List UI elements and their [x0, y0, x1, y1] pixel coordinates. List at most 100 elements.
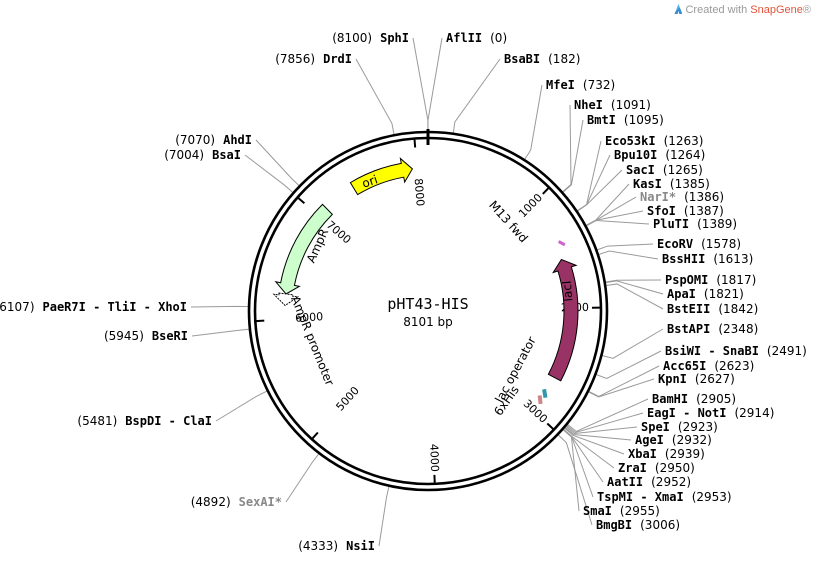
- site-position: (7070): [175, 133, 215, 147]
- site-agei[interactable]: AgeI(2932): [635, 433, 712, 447]
- plasmid-size: 8101 bp: [403, 315, 453, 329]
- site-position: (1265): [663, 163, 703, 177]
- site-name: BsaBI: [504, 52, 540, 66]
- feature-lac-operator[interactable]: [542, 388, 548, 399]
- site-tspmi-xmai[interactable]: TspMI - XmaI(2953): [597, 490, 732, 504]
- site-position: (1387): [684, 204, 724, 218]
- site-position: (3006): [640, 518, 680, 532]
- feature-ampr-promoter[interactable]: [272, 292, 300, 307]
- site-bamhi[interactable]: BamHI(2905): [652, 392, 736, 406]
- leader-ecorv: [596, 243, 654, 251]
- site-aflii[interactable]: AflII (0): [446, 31, 507, 45]
- site-drdi[interactable]: DrdI(7856): [275, 52, 352, 66]
- site-nsii[interactable]: NsiI(4333): [298, 539, 375, 553]
- site-ahdi[interactable]: AhdI(7070): [175, 133, 252, 147]
- site-sphi[interactable]: SphI(8100): [332, 31, 409, 45]
- site-zrai[interactable]: ZraI(2950): [618, 461, 695, 475]
- leader-spei: [565, 425, 638, 435]
- site-name: MfeI: [546, 78, 575, 92]
- site-name: SphI: [380, 31, 409, 45]
- tick-8000: [413, 138, 417, 148]
- site-position: (2952): [651, 475, 691, 489]
- leader-bsteii: [605, 283, 664, 310]
- site-name: SexAI*: [239, 495, 282, 509]
- feature-6xhis[interactable]: [537, 395, 543, 405]
- site-labels[interactable]: AflII (0) BsaBI(182) MfeI(732) NheI(1091)Bmt…: [0, 31, 807, 553]
- site-name: EagI - NotI: [647, 406, 726, 420]
- site-pluti[interactable]: PluTI(1389): [653, 217, 737, 231]
- site-position: (5481): [77, 414, 117, 428]
- feature-laci[interactable]: [547, 258, 579, 382]
- site-bseri[interactable]: BseRI(5945): [104, 329, 188, 343]
- leader-nsii: [378, 485, 390, 547]
- site-position: (2627): [695, 372, 735, 386]
- site-name: ApaI: [667, 287, 696, 301]
- site-ecorv[interactable]: EcoRV(1578): [657, 237, 741, 251]
- leader-sfoi: [585, 210, 644, 227]
- tick-6000: [255, 319, 265, 323]
- site-name: NheI: [574, 98, 603, 112]
- feature-ori[interactable]: [349, 157, 414, 196]
- site-bsiwi-snabi[interactable]: BsiWI - SnaBI(2491): [665, 344, 807, 358]
- site-bspdi-clai[interactable]: BspDI - ClaI(5481): [77, 414, 212, 428]
- site-position: (0): [490, 31, 507, 45]
- site-pspomi[interactable]: PspOMI (1817): [665, 273, 756, 287]
- tick-label-6000: 6000: [295, 310, 324, 325]
- site-name: BseRI: [152, 329, 188, 343]
- leader-bspdi-clai: [215, 390, 268, 422]
- site-name: AflII: [446, 31, 482, 45]
- site-position: (1389): [697, 217, 737, 231]
- site-paer7i-tlii-xhoi[interactable]: PaeR7I - TliI - XhoI(6107): [0, 300, 187, 314]
- leader-bseri: [191, 328, 250, 337]
- site-position: (2623): [714, 359, 754, 373]
- site-position: (2914): [734, 406, 774, 420]
- site-name: KasI: [633, 177, 662, 191]
- site-nari[interactable]: NarI*(1386): [640, 190, 724, 204]
- site-name: BsiWI - SnaBI: [665, 344, 759, 358]
- tick-7000: [296, 196, 306, 205]
- site-position: (2905): [696, 392, 736, 406]
- site-spei[interactable]: SpeI(2923): [641, 420, 718, 434]
- feature-label-laci: lacI: [560, 280, 576, 302]
- site-sexai[interactable]: SexAI*(4892): [191, 495, 282, 509]
- site-position: (1817): [716, 273, 756, 287]
- feature-m13-fwd[interactable]: [557, 240, 566, 247]
- site-name: SfoI: [647, 204, 676, 218]
- site-nhei[interactable]: NheI(1091): [574, 98, 651, 112]
- feature-ampr[interactable]: [274, 203, 334, 295]
- site-bmgbi[interactable]: BmgBI (3006): [596, 518, 680, 532]
- site-name: BmgBI: [596, 518, 632, 532]
- leader-eagi-noti: [565, 412, 644, 434]
- site-name: BstAPI: [667, 322, 710, 336]
- site-name: Acc65I: [663, 359, 706, 373]
- site-aatii[interactable]: AatII(2952): [607, 475, 691, 489]
- site-name: PspOMI: [665, 273, 708, 287]
- site-kasi[interactable]: KasI(1385): [633, 177, 710, 191]
- site-smai[interactable]: SmaI(2955): [583, 504, 660, 518]
- site-apai[interactable]: ApaI(1821): [667, 287, 744, 301]
- tick-label-8000: 8000: [412, 178, 427, 207]
- site-saci[interactable]: SacI(1265): [626, 163, 703, 177]
- site-acc65i[interactable]: Acc65I (2623): [663, 359, 754, 373]
- site-bsai[interactable]: BsaI(7004): [164, 148, 241, 162]
- site-bstapi[interactable]: BstAPI(2348): [667, 322, 758, 336]
- leader-paer7i-tlii-xhoi: [190, 305, 250, 308]
- site-bpu10i[interactable]: Bpu10I(1264): [614, 148, 705, 162]
- site-eco53ki[interactable]: Eco53kI(1263): [605, 134, 703, 148]
- site-bsteii[interactable]: BstEII(1842): [667, 302, 758, 316]
- site-bsabi[interactable]: BsaBI(182): [504, 52, 580, 66]
- tick-label-4000: 4000: [427, 444, 441, 472]
- leader-xbai: [563, 427, 625, 455]
- site-position: (2939): [665, 447, 705, 461]
- site-name: BmtI: [587, 113, 616, 127]
- site-bsshii[interactable]: BssHII(1613): [662, 252, 753, 266]
- site-xbai[interactable]: XbaI(2939): [628, 447, 705, 461]
- site-eagi-noti[interactable]: EagI - NotI (2914): [647, 406, 774, 420]
- site-mfei[interactable]: MfeI(732): [546, 78, 615, 92]
- site-kpni[interactable]: KpnI (2627): [658, 372, 735, 386]
- site-sfoi[interactable]: SfoI (1387): [647, 204, 724, 218]
- leader-pluti: [585, 220, 650, 227]
- leader-nhei: [561, 104, 572, 193]
- site-name: KpnI: [658, 372, 687, 386]
- site-bmti[interactable]: BmtI(1095): [587, 113, 664, 127]
